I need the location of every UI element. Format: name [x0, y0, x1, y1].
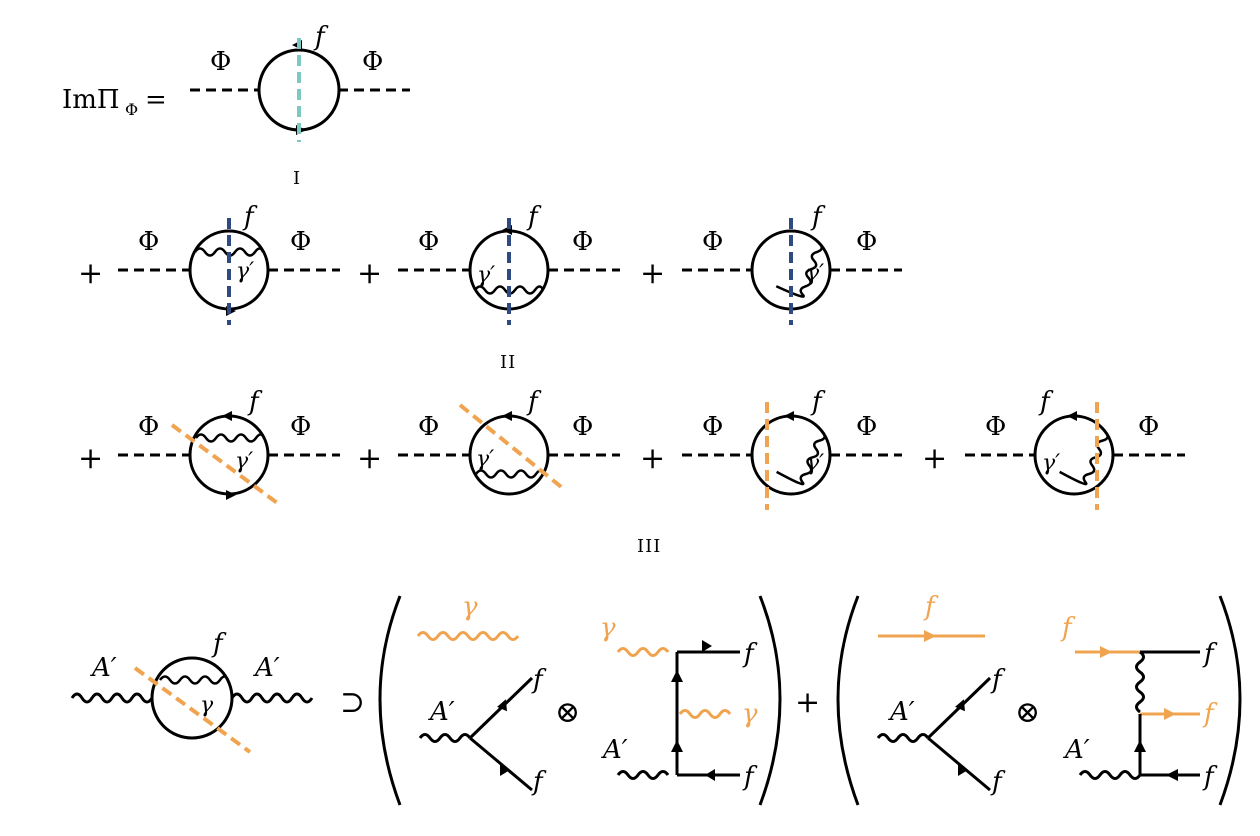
- lhs-subscript: Φ: [125, 100, 138, 119]
- svg-text:f: f: [526, 202, 542, 232]
- svg-text:γ: γ: [462, 592, 478, 622]
- label-phi-right: Φ: [362, 47, 383, 77]
- svg-text:f: f: [742, 762, 758, 792]
- tensor-symbol-2: ⊗: [1015, 695, 1040, 730]
- dark-photon-loop: A′ A′ f γ: [70, 629, 314, 754]
- svg-text:f: f: [810, 387, 826, 417]
- svg-text:f: f: [1060, 613, 1076, 643]
- svg-text:Φ: Φ: [572, 227, 593, 257]
- svg-text:γ: γ: [600, 613, 616, 643]
- svg-text:f: f: [923, 592, 939, 622]
- svg-text:f: f: [1202, 699, 1218, 729]
- lhs-equals: =: [145, 85, 167, 115]
- svg-text:Φ: Φ: [418, 227, 439, 257]
- diagram-II-1: Φ Φ f γ′: [118, 202, 340, 325]
- svg-text:Φ: Φ: [290, 227, 311, 257]
- label-f: f: [313, 22, 329, 52]
- plus-III-3: +: [640, 441, 665, 476]
- plus-bottom: +: [795, 685, 820, 720]
- svg-text:f: f: [990, 665, 1006, 695]
- lhs-impi: ImΠ: [62, 85, 120, 115]
- svg-text:A′: A′: [90, 653, 117, 683]
- svg-text:f: f: [531, 665, 547, 695]
- svg-text:Φ: Φ: [138, 227, 159, 257]
- svg-text:f: f: [810, 202, 826, 232]
- bottom-row: A′ A′ f γ ⊃ γ A′ f f ⊗: [70, 592, 1242, 806]
- svg-text:f: f: [211, 629, 227, 659]
- caption-II: II: [500, 352, 516, 373]
- row-II: + Φ Φ f γ′ + Φ Φ f γ′ +: [78, 202, 902, 325]
- tensor-symbol-1: ⊗: [555, 695, 580, 730]
- svg-text:γ′: γ′: [476, 447, 494, 472]
- svg-text:f: f: [531, 767, 547, 797]
- svg-text:Φ: Φ: [1138, 412, 1159, 442]
- svg-text:A′: A′: [888, 697, 915, 727]
- diagram-III-3: Φ Φ f γ′: [682, 387, 902, 510]
- diagram-II-2: Φ Φ f γ′: [398, 202, 620, 325]
- svg-text:Φ: Φ: [856, 227, 877, 257]
- diagram-III-1: Φ Φ f γ′: [118, 387, 340, 507]
- svg-text:f: f: [526, 387, 542, 417]
- plus-III-1: +: [78, 441, 103, 476]
- svg-text:Φ: Φ: [856, 412, 877, 442]
- caption-III: III: [637, 536, 661, 557]
- plus-III-2: +: [357, 441, 382, 476]
- plus-III-4: +: [922, 441, 947, 476]
- paren-group-photon: γ A′ f f ⊗ γ γ f f A′: [378, 592, 782, 806]
- superset-symbol: ⊃: [340, 685, 365, 720]
- svg-text:A′: A′: [601, 735, 628, 765]
- svg-text:A′: A′: [428, 697, 455, 727]
- svg-text:Φ: Φ: [702, 412, 723, 442]
- svg-text:f: f: [990, 767, 1006, 797]
- plus-II-3: +: [640, 256, 665, 291]
- svg-text:Φ: Φ: [572, 412, 593, 442]
- svg-text:f: f: [247, 387, 263, 417]
- svg-text:f: f: [1202, 639, 1218, 669]
- caption-I: I: [293, 168, 301, 189]
- plus-II-2: +: [357, 256, 382, 291]
- diagram-III-2: Φ Φ f γ′: [398, 387, 620, 496]
- svg-text:Φ: Φ: [418, 412, 439, 442]
- svg-text:γ′: γ′: [806, 261, 824, 286]
- svg-text:A′: A′: [253, 653, 280, 683]
- svg-text:γ′: γ′: [1042, 451, 1060, 476]
- diagram-II-3: Φ Φ f γ′: [682, 202, 902, 325]
- plus-II-1: +: [78, 256, 103, 291]
- diagram-I: Φ Φ f: [190, 22, 410, 142]
- svg-text:Φ: Φ: [290, 412, 311, 442]
- svg-text:γ′: γ′: [235, 449, 253, 474]
- svg-text:f: f: [1038, 387, 1054, 417]
- svg-text:Φ: Φ: [985, 412, 1006, 442]
- svg-text:γ: γ: [200, 693, 214, 718]
- svg-text:γ: γ: [742, 699, 758, 729]
- paren-group-fermion: f A′ f f ⊗ f f f f A: [836, 592, 1242, 806]
- svg-text:γ′: γ′: [806, 451, 824, 476]
- svg-text:f: f: [242, 202, 258, 232]
- svg-text:Φ: Φ: [702, 227, 723, 257]
- svg-text:γ′: γ′: [477, 263, 495, 288]
- svg-text:A′: A′: [1063, 735, 1090, 765]
- svg-text:Φ: Φ: [138, 412, 159, 442]
- row-III: + Φ Φ f γ′ + Φ Φ f γ′ +: [78, 387, 1185, 510]
- svg-text:f: f: [742, 639, 758, 669]
- label-phi-left: Φ: [210, 47, 231, 77]
- diagram-III-4: Φ Φ f γ′: [965, 387, 1185, 510]
- svg-text:f: f: [1202, 762, 1218, 792]
- svg-text:γ′: γ′: [236, 259, 254, 284]
